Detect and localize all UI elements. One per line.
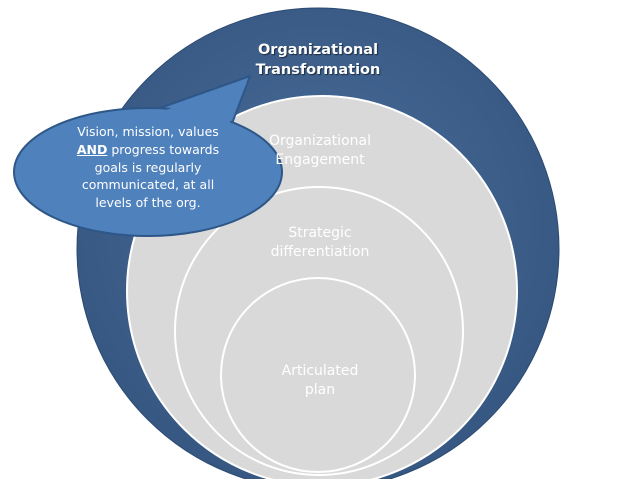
label-organizational-engagement: Organizational Engagement bbox=[269, 133, 371, 169]
callout-line-3: goals is regularly bbox=[94, 159, 202, 175]
callout-line-4: communicated, at all bbox=[81, 177, 215, 193]
callout-bubble bbox=[13, 75, 283, 237]
callout-text: Vision, mission, values AND progress tow… bbox=[60, 123, 236, 212]
callout-line-1: Vision, mission, values bbox=[77, 124, 219, 139]
callout-line-5: levels of the org. bbox=[95, 195, 201, 210]
callout-emphasis-and: AND bbox=[76, 141, 108, 157]
callout-line-2: AND progress towards bbox=[76, 141, 220, 157]
circle-articulated-plan bbox=[220, 277, 416, 473]
label-organizational-transformation: Organizational Transformation bbox=[255, 42, 381, 78]
label-strategic-differentiation: Strategic differentiation bbox=[270, 225, 370, 261]
label-articulated-plan: Articulated plan bbox=[281, 363, 359, 399]
